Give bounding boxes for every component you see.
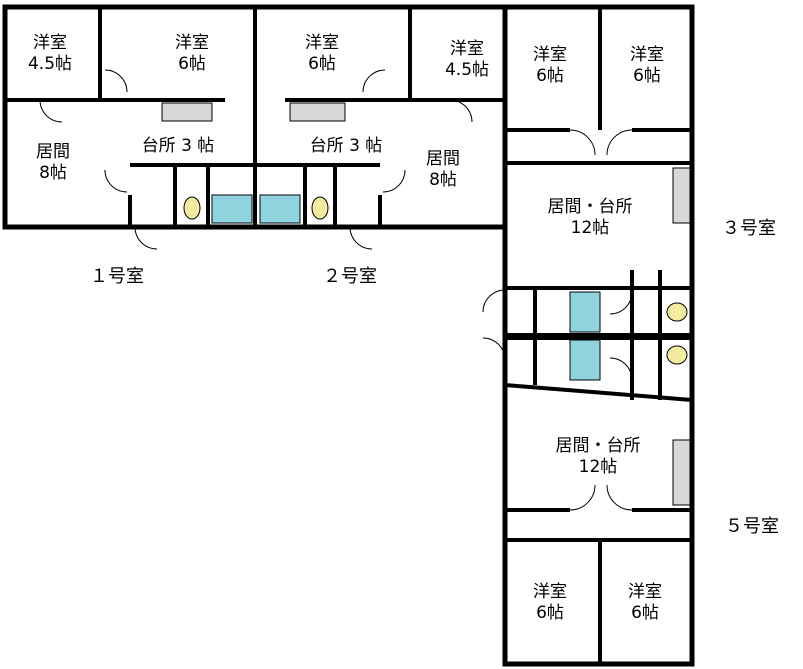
toilet-2 <box>311 196 329 220</box>
bathtub-1 <box>211 194 253 224</box>
toilet-3 <box>666 302 688 322</box>
counter-1 <box>161 102 213 122</box>
unit-label-2: ２号室 <box>323 266 377 287</box>
bathtub-3 <box>569 291 601 333</box>
toilet-4 <box>666 345 688 365</box>
bathtub-4 <box>569 339 601 381</box>
counter-2 <box>289 102 346 122</box>
toilet-1 <box>183 196 201 220</box>
unit-label-5: ５号室 <box>725 516 779 537</box>
unit-label-3: ３号室 <box>722 218 776 239</box>
fixtures <box>161 102 691 506</box>
door-swings <box>39 69 633 511</box>
counter-3 <box>672 167 691 224</box>
counter-4 <box>672 439 691 506</box>
interior-walls <box>5 7 693 664</box>
unit-label-1: １号室 <box>90 266 144 287</box>
room-label: 台所 3 帖 <box>309 136 383 156</box>
bathtub-2 <box>259 194 301 224</box>
room-label: 台所 3 帖 <box>141 136 215 156</box>
